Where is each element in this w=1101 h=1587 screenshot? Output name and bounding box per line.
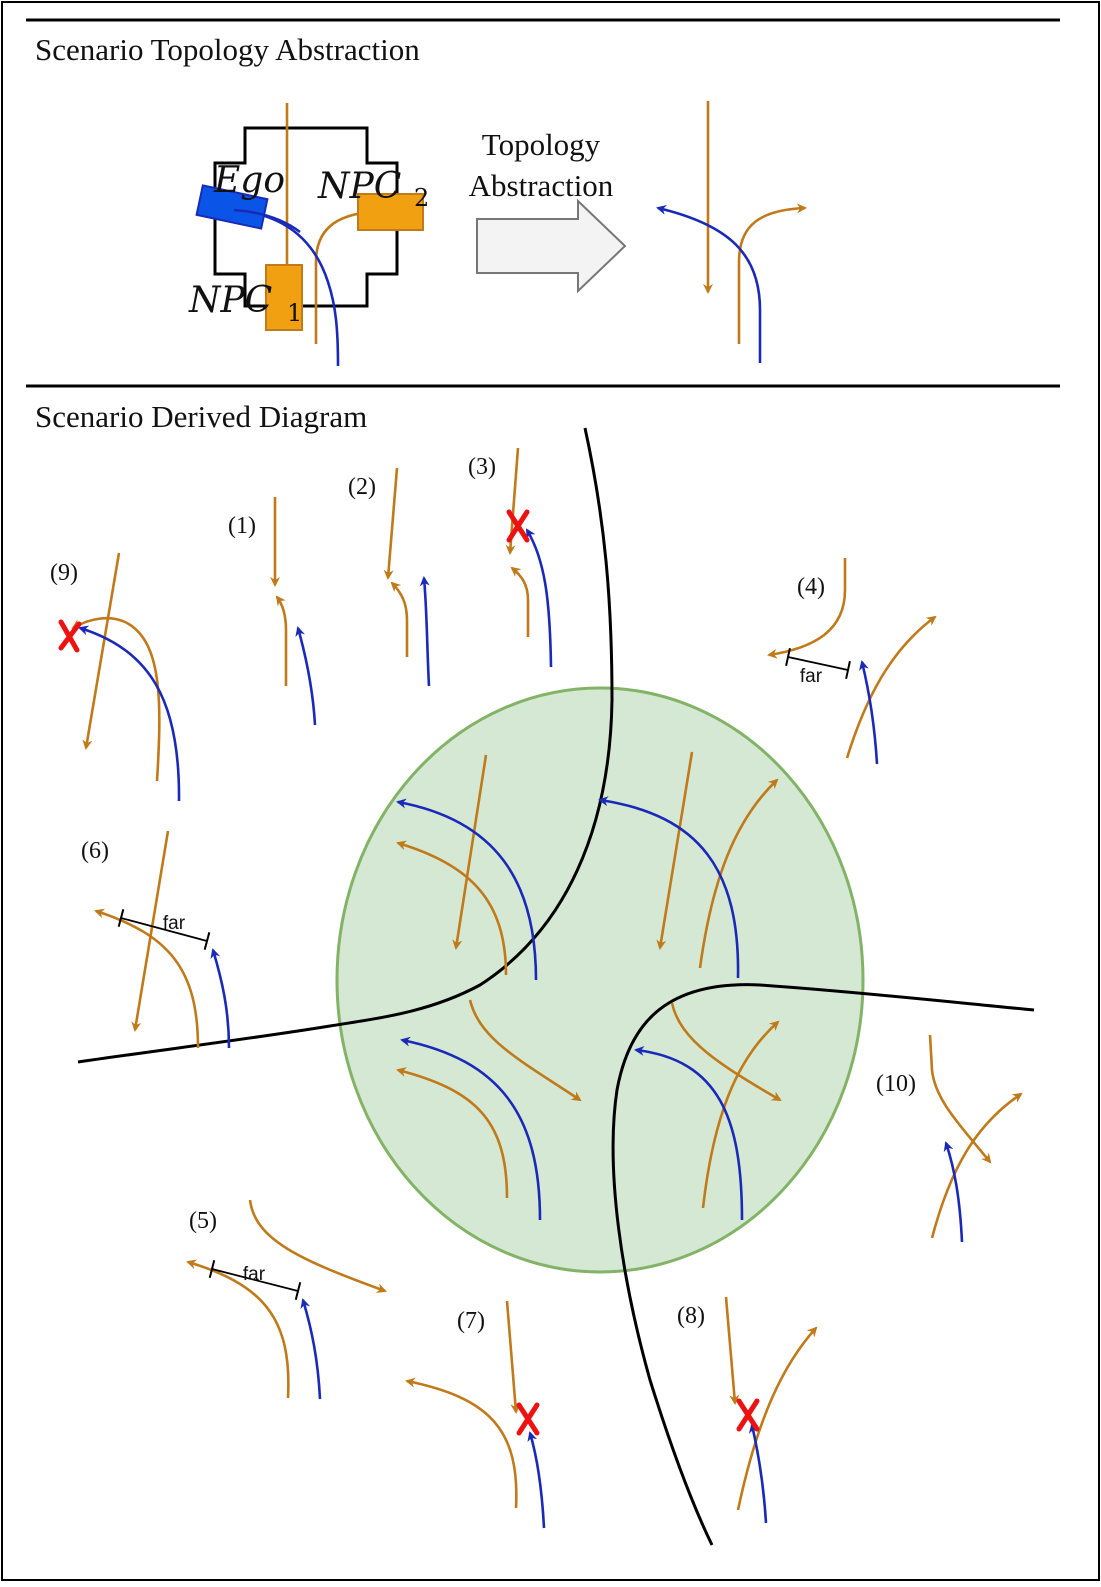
case-7-label: (7) [457,1308,485,1334]
case-6-ego [210,948,231,1049]
case-10-label: (10) [876,1071,916,1097]
zone-tr-npc-right [698,778,779,969]
zone-bl-ego-left [400,1036,542,1221]
abstraction-label-line1: Topology [482,127,601,162]
case-8-label: (8) [677,1303,705,1329]
case-5-far-measure [208,1260,302,1300]
case-5-npc-left [186,1259,290,1399]
case-3-ego [525,528,553,668]
case-9-npc1 [82,552,121,750]
red-x-icon [58,619,82,653]
zone-br-npc-diagonal [670,1002,782,1102]
case-2-npc2 [390,581,409,657]
case-4-ego [859,660,879,765]
intersection-outline [213,126,399,308]
case-7-ego [527,1431,546,1529]
case-8-npc-right [736,1326,818,1511]
case-6-label: (6) [81,838,109,864]
zone-bl-npc-left [396,1067,509,1199]
case-4-far-measure [785,647,851,680]
zone-br-ego-left [634,1045,744,1221]
central-safe-zone [335,686,865,1274]
npc1-label: NPC [188,280,272,321]
case-8-npc1 [724,1296,740,1405]
case-6-far-measure [117,909,211,950]
case-5-ego [300,1298,322,1400]
case-7-npc2 [405,1377,518,1509]
abstraction-label-line2: Abstraction [469,168,614,203]
derived-section-title: Scenario Derived Diagram [35,399,367,434]
npc1-subscript: 1 [287,299,302,327]
case-6-far-label: far [163,913,186,934]
zone-tl-npc-straight [452,754,488,950]
case-8-ego [748,1423,768,1524]
npc2-vehicle [357,193,424,231]
zone-tr-ego-left [598,796,740,979]
case-4-npc-left [767,558,847,659]
case-1-npc2 [275,595,288,686]
topology-section-title: Scenario Topology Abstraction [35,32,420,67]
npc1-vehicle [265,264,303,331]
red-x-icon [506,509,530,543]
zone-tl-npc-left [396,840,508,976]
zone-tr-npc-straight [656,751,694,950]
case-2-npc1 [383,467,399,580]
boundary-curve-bottom-right [611,983,1035,1546]
case-4-label: (4) [797,574,825,600]
case-7-npc1 [505,1300,521,1414]
case-10-npc-right [930,1092,1023,1239]
case-1-label: (1) [228,513,256,539]
boundary-curve-top-left [77,427,614,1064]
red-x-icon [516,1402,540,1436]
ego-path [233,208,340,367]
ego-path-overlay [233,208,301,234]
case-5-far-label: far [243,1264,266,1285]
case-9-npc2 [71,616,161,782]
case-3-label: (3) [468,454,496,480]
case-10-ego [943,1141,964,1243]
case-10-npc-diagonal [928,1034,992,1164]
zone-tl-ego-left [396,798,538,981]
case-9-ego [78,625,181,802]
ego-label: Ego [213,160,285,201]
abstract-ego-path [656,204,762,363]
npc2-label: NPC [317,166,401,207]
case-9-label: (9) [50,560,78,586]
case-5-npc-diagonal [248,1199,387,1293]
abstract-npc2-path [737,203,807,344]
case-3-npc2 [510,566,530,637]
zone-br-npc-right [701,1020,780,1209]
red-x-icon [736,1398,760,1432]
block-arrow-right-icon [476,198,627,294]
case-4-far-label: far [800,666,823,687]
npc2-subscript: 2 [414,184,429,212]
case-5-label: (5) [189,1208,217,1234]
case-2-ego [419,576,431,687]
case-2-label: (2) [348,474,376,500]
case-1-ego [295,626,317,726]
case-4-npc-right [845,615,937,759]
zone-bl-npc-diagonal [468,999,582,1102]
